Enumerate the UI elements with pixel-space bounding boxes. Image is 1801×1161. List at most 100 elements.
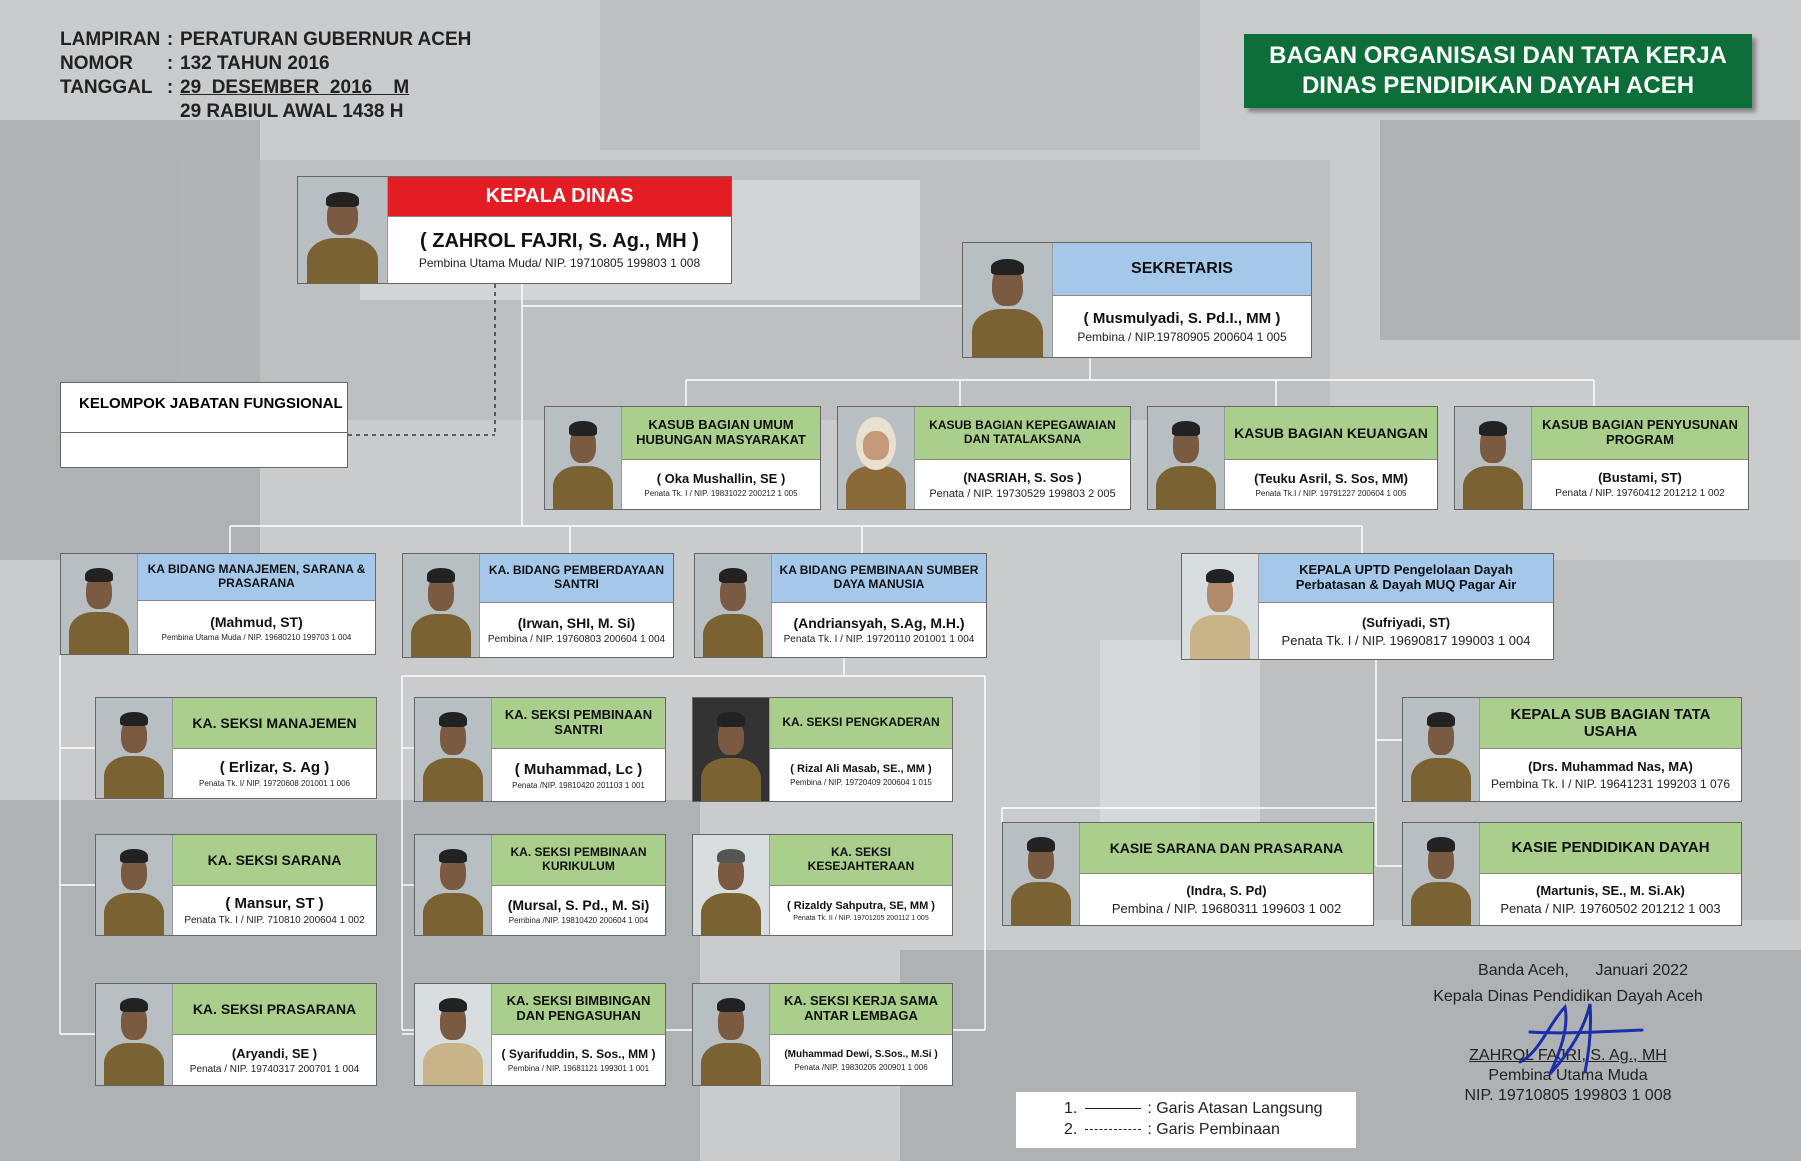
photo-seksi-manajemen	[96, 698, 173, 798]
tanggal-value: 29 DESEMBER 2016 M	[180, 77, 410, 98]
label-seksi-pembinaan-santri: KA. SEKSI PEMBINAAN SANTRI	[492, 698, 665, 748]
nip-bidang-pemberdayaan: Pembina / NIP. 19760803 200604 1 004	[487, 634, 666, 645]
card-kasie-sarana: KASIE SARANA DAN PRASARANA (Indra, S. Pd…	[1002, 822, 1374, 926]
photo-seksi-kesejahteraan	[693, 835, 770, 935]
label-kasub-umum: KASUB BAGIAN UMUM HUBUNGAN MASYARAKAT	[622, 407, 820, 459]
lampiran-value: PERATURAN GUBERNUR ACEH	[180, 29, 472, 50]
name-tata-usaha: (Drs. Muhammad Nas, MA)	[1528, 759, 1693, 774]
label-kasub-kepegawaian: KASUB BAGIAN KEPEGAWAIAN DAN TATALAKSANA	[915, 407, 1130, 459]
card-seksi-kerjasama: KA. SEKSI KERJA SAMA ANTAR LEMBAGA (Muha…	[692, 983, 953, 1086]
name-seksi-kurikulum: (Mursal, S. Pd., M. Si)	[507, 896, 650, 913]
nomor-key: NOMOR	[60, 53, 133, 74]
card-seksi-pembinaan-santri: KA. SEKSI PEMBINAAN SANTRI ( Muhammad, L…	[414, 697, 666, 802]
label-kasub-keuangan: KASUB BAGIAN KEUANGAN	[1225, 407, 1437, 459]
card-seksi-sarana: KA. SEKSI SARANA ( Mansur, ST ) Penata T…	[95, 834, 377, 936]
nip-kepala-uptd: Penata Tk. I / NIP. 19690817 199003 1 00…	[1281, 632, 1531, 648]
lampiran-key: LAMPIRAN	[60, 29, 161, 50]
card-kasub-program: KASUB BAGIAN PENYUSUNAN PROGRAM (Bustami…	[1454, 406, 1749, 510]
card-kepala-dinas: KEPALA DINAS ( ZAHROL FAJRI, S. Ag., MH …	[297, 176, 732, 284]
nip-tata-usaha: Pembina Tk. I / NIP. 19641231 199203 1 0…	[1490, 777, 1731, 791]
name-bidang-pemberdayaan: (Irwan, SHI, M. Si)	[517, 615, 636, 631]
photo-bidang-pemberdayaan	[403, 554, 480, 657]
label-tata-usaha: KEPALA SUB BAGIAN TATA USAHA	[1480, 698, 1741, 748]
photo-bidang-manajemen	[61, 554, 138, 654]
card-seksi-bimbingan: KA. SEKSI BIMBINGAN DAN PENGASUHAN ( Sya…	[414, 983, 666, 1086]
photo-seksi-pembinaan-santri	[415, 698, 492, 801]
card-bidang-pemberdayaan: KA. BIDANG PEMBERDAYAAN SANTRI (Irwan, S…	[402, 553, 674, 658]
name-kasub-keuangan: (Teuku Asril, S. Sos, MM)	[1254, 471, 1408, 486]
nip-seksi-kurikulum: Pembina /NIP. 19810420 200604 1 004	[508, 915, 649, 925]
photo-tata-usaha	[1403, 698, 1480, 801]
dashed-line-sample	[1085, 1129, 1142, 1131]
name-seksi-pembinaan-santri: ( Muhammad, Lc )	[514, 760, 643, 778]
legend-item-guidance: 2.: Garis Pembinaan	[1064, 1121, 1280, 1138]
photo-kepala-uptd	[1182, 554, 1259, 659]
photo-kasub-kepegawaian	[838, 407, 915, 509]
label-kasie-sarana: KASIE SARANA DAN PRASARANA	[1080, 823, 1373, 873]
tanggal-key: TANGGAL	[60, 77, 153, 98]
photo-seksi-pengkaderan	[693, 698, 770, 801]
signature-block: Banda Aceh, Januari 2022 Kepala Dinas Pe…	[1418, 958, 1718, 1106]
label-seksi-kesejahteraan: KA. SEKSI KESEJAHTERAAN	[770, 835, 952, 885]
label-bidang-pemberdayaan: KA. BIDANG PEMBERDAYAAN SANTRI	[480, 554, 673, 602]
name-kasub-program: (Bustami, ST)	[1598, 470, 1682, 485]
nip-seksi-pembinaan-santri: Penata /NIP. 19810420 201103 1 001	[512, 780, 645, 790]
photo-kasub-umum	[545, 407, 622, 509]
legend-item-direct: 1.: Garis Atasan Langsung	[1064, 1100, 1323, 1117]
photo-sekretaris	[963, 243, 1053, 357]
nomor-value: 132 TAHUN 2016	[180, 53, 330, 74]
nip-kasub-umum: Penata Tk. I / NIP. 19831022 200212 1 00…	[644, 489, 798, 498]
nip-bidang-manajemen: Pembina Utama Muda / NIP. 19680210 19970…	[161, 632, 352, 642]
label-kepala-dinas: KEPALA DINAS	[388, 177, 731, 216]
card-kepala-uptd: KEPALA UPTD Pengelolaan Dayah Perbatasan…	[1181, 553, 1554, 660]
photo-kepala-dinas	[298, 177, 388, 283]
name-seksi-kerjasama: (Muhammad Dewi, S.Sos., M.Si )	[784, 1048, 938, 1060]
nip-seksi-kerjasama: Penata /NIP. 19830205 200901 1 006	[794, 1062, 928, 1072]
label-kepala-uptd: KEPALA UPTD Pengelolaan Dayah Perbatasan…	[1259, 554, 1553, 602]
nip-kasub-program: Penata / NIP. 19760412 201212 1 002	[1555, 488, 1725, 499]
card-bidang-manajemen: KA BIDANG MANAJEMEN, SARANA & PRASARANA …	[60, 553, 376, 655]
label-sekretaris: SEKRETARIS	[1053, 243, 1311, 295]
nip-sekretaris: Pembina / NIP.19780905 200604 1 005	[1077, 329, 1287, 344]
card-kasie-pendidikan: KASIE PENDIDIKAN DAYAH (Martunis, SE., M…	[1402, 822, 1742, 926]
label-bidang-manajemen: KA BIDANG MANAJEMEN, SARANA & PRASARANA	[138, 554, 375, 600]
chart-title: BAGAN ORGANISASI DAN TATA KERJA DINAS PE…	[1244, 34, 1752, 108]
card-seksi-kesejahteraan: KA. SEKSI KESEJAHTERAAN ( Rizaldy Sahput…	[692, 834, 953, 936]
photo-kasie-sarana	[1003, 823, 1080, 925]
label-seksi-pengkaderan: KA. SEKSI PENGKADERAN	[770, 698, 952, 748]
signature-place: Banda Aceh,	[1478, 962, 1569, 979]
name-seksi-manajemen: ( Erlizar, S. Ag )	[219, 759, 330, 776]
signature-date: Januari 2022	[1595, 962, 1688, 979]
name-kasub-kepegawaian: (NASRIAH, S. Sos )	[963, 469, 1082, 485]
card-seksi-prasarana: KA. SEKSI PRASARANA (Aryandi, SE ) Penat…	[95, 983, 377, 1086]
fungsional-label: KELOMPOK JABATAN FUNGSIONAL	[61, 383, 347, 433]
photo-seksi-kurikulum	[415, 835, 492, 935]
card-kasub-kepegawaian: KASUB BAGIAN KEPEGAWAIAN DAN TATALAKSANA…	[837, 406, 1131, 510]
card-sekretaris: SEKRETARIS ( Musmulyadi, S. Pd.I., MM ) …	[962, 242, 1312, 358]
name-kepala-uptd: (Sufriyadi, ST)	[1361, 614, 1451, 630]
nip-seksi-prasarana: Penata / NIP. 19740317 200701 1 004	[189, 1063, 360, 1075]
card-kasub-keuangan: KASUB BAGIAN KEUANGAN (Teuku Asril, S. S…	[1147, 406, 1438, 510]
name-kasie-sarana: (Indra, S. Pd)	[1186, 883, 1267, 898]
nip-bidang-sdm: Penata Tk. I / NIP. 19720110 201001 1 00…	[783, 634, 975, 645]
nip-kasie-sarana: Pembina / NIP. 19680311 199603 1 002	[1111, 901, 1342, 916]
label-seksi-sarana: KA. SEKSI SARANA	[173, 835, 376, 885]
nip-kasie-pendidikan: Penata / NIP. 19760502 201212 1 003	[1500, 901, 1721, 916]
card-seksi-manajemen: KA. SEKSI MANAJEMEN ( Erlizar, S. Ag ) P…	[95, 697, 377, 799]
legend: 1.: Garis Atasan Langsung 2.: Garis Pemb…	[1016, 1092, 1356, 1148]
name-bidang-sdm: (Andriansyah, S.Ag, M.H.)	[793, 615, 965, 631]
name-seksi-kesejahteraan: ( Rizaldy Sahputra, SE, MM )	[787, 899, 935, 912]
photo-seksi-bimbingan	[415, 984, 492, 1085]
signature-position: Kepala Dinas Pendidikan Dayah Aceh	[1433, 988, 1703, 1005]
nip-kasub-keuangan: Penata Tk.I / NIP. 19791227 200604 1 005	[1255, 489, 1407, 498]
signature-rank: Pembina Utama Muda	[1488, 1067, 1648, 1084]
nip-seksi-bimbingan: Pembina / NIP. 19681121 199301 1 001	[507, 1064, 650, 1073]
label-seksi-kurikulum: KA. SEKSI PEMBINAAN KURIKULUM	[492, 835, 665, 885]
photo-seksi-kerjasama	[693, 984, 770, 1085]
card-bidang-sdm: KA BIDANG PEMBINAAN SUMBER DAYA MANUSIA …	[694, 553, 987, 658]
photo-seksi-sarana	[96, 835, 173, 935]
fungsional-box: KELOMPOK JABATAN FUNGSIONAL	[60, 382, 348, 468]
name-seksi-pengkaderan: ( Rizal Ali Masab, SE., MM )	[790, 763, 932, 775]
signature-name: ZAHROL FAJRI, S. Ag., MH	[1469, 1047, 1667, 1064]
name-kasub-umum: ( Oka Mushallin, SE )	[656, 471, 786, 486]
